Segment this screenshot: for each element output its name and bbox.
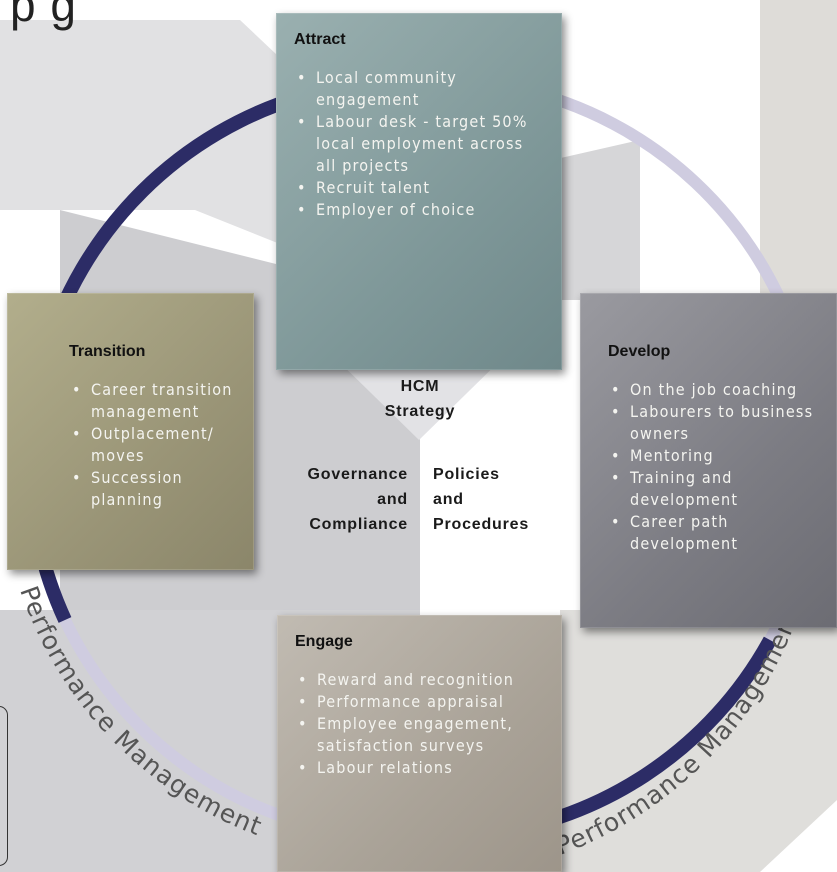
governance-label: Governance and Compliance (284, 462, 408, 537)
list-item: Reward and recognition (295, 669, 547, 691)
list-item: Employer of choice (294, 199, 546, 221)
attract-list: Local community engagement Labour desk -… (294, 67, 546, 221)
engage-box: Engage Reward and recognition Performanc… (277, 615, 562, 872)
list-item: Career path development (608, 511, 837, 555)
develop-list: On the job coaching Labourers to busines… (608, 379, 837, 555)
transition-list: Career transition management Outplacemen… (69, 379, 249, 511)
list-item: Training and development (608, 467, 837, 511)
policies-label: Policies and Procedures (433, 462, 563, 537)
transition-box: Transition Career transition management … (7, 293, 254, 570)
list-item: Outplacement/ moves (69, 423, 249, 467)
attract-box: Attract Local community engagement Labou… (276, 13, 562, 370)
list-item: Recruit talent (294, 177, 546, 199)
policies-line: Policies (433, 466, 500, 483)
procedures-line: Procedures (433, 516, 530, 533)
list-item: Labour relations (295, 757, 547, 779)
list-item: On the job coaching (608, 379, 837, 401)
title-fragment: p g (10, 0, 77, 31)
hcm-line: HCM (400, 378, 440, 395)
and-line: and (377, 491, 408, 508)
attract-heading: Attract (294, 31, 346, 48)
list-item: Labourers to business owners (608, 401, 837, 445)
engage-heading: Engage (295, 633, 353, 650)
list-item: Mentoring (608, 445, 837, 467)
governance-line: Governance (307, 466, 408, 483)
list-item: Performance appraisal (295, 691, 547, 713)
develop-box: Develop On the job coaching Labourers to… (580, 293, 837, 628)
list-item: Succession planning (69, 467, 249, 511)
hcm-strategy-label: HCM Strategy (380, 374, 460, 424)
strategy-line: Strategy (384, 403, 456, 420)
side-frame (0, 706, 8, 866)
develop-heading: Develop (608, 343, 671, 360)
transition-heading: Transition (69, 343, 146, 360)
list-item: Employee engagement, satisfaction survey… (295, 713, 547, 757)
list-item: Labour desk - target 50% local employmen… (294, 111, 546, 177)
engage-list: Reward and recognition Performance appra… (295, 669, 547, 779)
list-item: Career transition management (69, 379, 249, 423)
compliance-line: Compliance (309, 516, 408, 533)
and-line: and (433, 491, 464, 508)
list-item: Local community engagement (294, 67, 546, 111)
bg-white-corridor (421, 560, 560, 615)
